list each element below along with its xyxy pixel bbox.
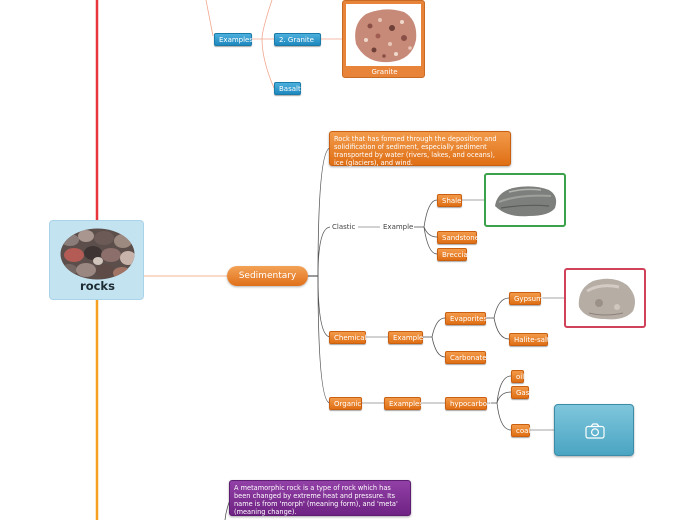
granite-caption: Granite (371, 68, 398, 76)
granite-image (346, 4, 421, 66)
metamorphic-description[interactable]: A metamorphic rock is a type of rock whi… (229, 480, 411, 516)
basalt-topic[interactable]: Basalt (274, 82, 301, 95)
root-label: rocks (80, 279, 115, 293)
sedimentary-description[interactable]: Rock that has formed through the deposit… (329, 131, 511, 167)
hydrocarbon-topic[interactable]: hypocarbon (445, 397, 491, 410)
evaporites-topic[interactable]: Evaporites (445, 312, 487, 325)
shale-image (495, 186, 557, 217)
shale-topic[interactable]: Shale (437, 194, 462, 207)
camera-icon (585, 423, 605, 439)
gas-topic[interactable]: Gas (511, 386, 529, 399)
granite-image-card[interactable]: Granite (342, 0, 425, 78)
sedimentary-topic[interactable]: Sedimentary (227, 266, 308, 286)
clastic-topic[interactable]: Clastic (332, 223, 356, 231)
gypsum-image-card[interactable] (564, 268, 646, 328)
sandstone-topic[interactable]: Sandstone (437, 231, 479, 244)
gypsum-image (578, 278, 635, 320)
coal-topic[interactable]: coal (511, 424, 530, 437)
organic-examples-topic[interactable]: Examples (384, 397, 423, 410)
coal-image-placeholder[interactable] (554, 404, 634, 456)
organic-topic[interactable]: Organic (329, 397, 362, 410)
oil-topic[interactable]: oil (511, 370, 524, 383)
granite-topic[interactable]: 2. Granite (274, 33, 321, 46)
igneous-examples-topic[interactable]: Examples (214, 33, 253, 46)
gypsum-topic[interactable]: Gypsum (509, 292, 543, 305)
carbonate-topic[interactable]: Carbonate (445, 351, 487, 364)
pebbles-image (60, 228, 135, 280)
breccia-topic[interactable]: Breccia (437, 248, 468, 261)
chemical-topic[interactable]: Chemical (329, 331, 366, 344)
halite-topic[interactable]: Halite-salt (509, 333, 550, 346)
clastic-example-topic[interactable]: Example (383, 223, 414, 231)
root-topic[interactable]: rocks (49, 220, 144, 300)
chemical-example-topic[interactable]: Example (388, 331, 423, 344)
shale-image-card[interactable] (484, 173, 566, 227)
